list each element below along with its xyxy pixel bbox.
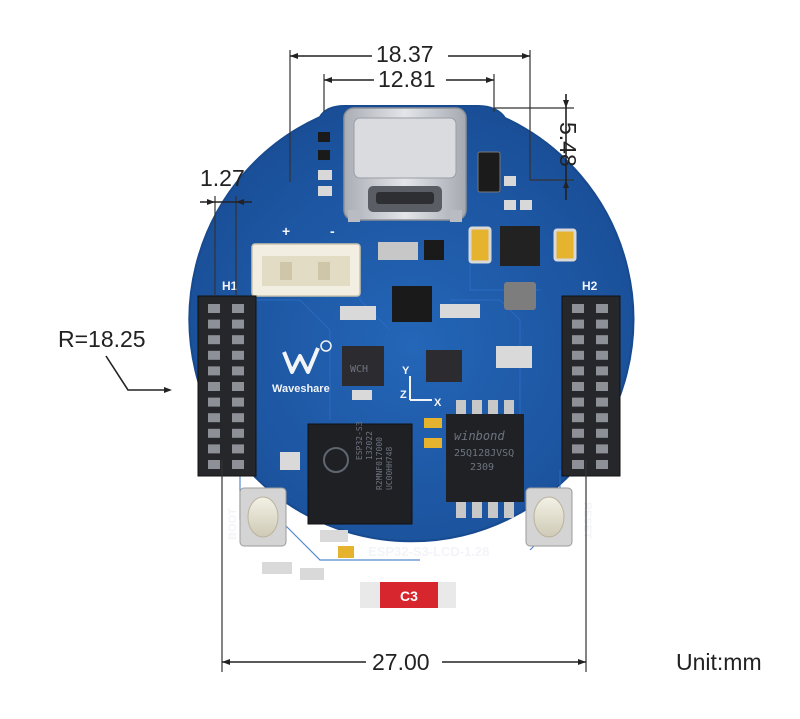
header-pin	[232, 366, 244, 376]
header-pin	[208, 319, 220, 329]
h2-label: H2	[582, 279, 598, 293]
header-pin	[208, 428, 220, 438]
header-pin	[572, 304, 584, 313]
unit-label: Unit:mm	[676, 649, 762, 675]
header-pin	[572, 350, 584, 360]
dim-pin-pitch-text: 1.27	[200, 165, 245, 191]
header-pin	[208, 382, 220, 391]
svg-text:2309: 2309	[470, 462, 494, 473]
header-pin	[572, 428, 584, 438]
header-pin	[208, 366, 220, 376]
header-pin	[232, 304, 244, 313]
header-pin	[208, 304, 220, 313]
header-pin	[208, 413, 220, 423]
h1-label: H1	[222, 279, 238, 293]
svg-text:25Q128JVSQ: 25Q128JVSQ	[454, 448, 514, 459]
dimension-usb-inner: 12.81	[323, 66, 495, 112]
smd-components-top	[262, 132, 577, 580]
axis-indicator: Y Z X	[400, 365, 442, 409]
header-pin	[572, 382, 584, 391]
header-pin	[232, 460, 244, 469]
dimension-board-width: 27.00	[221, 460, 587, 675]
header-pin	[596, 350, 608, 360]
header-pin	[208, 460, 220, 469]
header-pin	[232, 350, 244, 360]
header-pin	[596, 460, 608, 469]
dim-board-width-text: 27.00	[372, 649, 430, 675]
svg-text:UC00HH748: UC00HH748	[385, 446, 394, 490]
esp32-s3-chip: ESP32-S3 132022 R2MNF017000 UC00HH748	[307, 421, 413, 525]
dimension-pin-pitch: 1.27	[200, 165, 252, 296]
header-pin	[232, 397, 244, 407]
reset-button: RESET	[525, 487, 593, 547]
dim-usb-depth-text: 5.48	[555, 122, 581, 167]
header-pin	[572, 319, 584, 329]
svg-text:X: X	[434, 397, 442, 409]
header-pin	[232, 428, 244, 438]
battery-connector: + -	[251, 223, 361, 297]
svg-text:R2MNF017000: R2MNF017000	[375, 437, 384, 490]
product-name: ESP32-S3-LCD-1.28	[368, 544, 489, 559]
header-pin	[596, 304, 608, 313]
imu-chip: WCH	[342, 346, 384, 386]
header-pin	[572, 366, 584, 376]
header-pin	[596, 335, 608, 345]
svg-text:132022: 132022	[365, 431, 374, 460]
dimension-radius: R=18.25	[58, 326, 172, 393]
brand-label: Waveshare	[272, 383, 330, 395]
header-pin	[596, 413, 608, 423]
header-pin	[208, 335, 220, 345]
dim-usb-inner-text: 12.81	[378, 66, 436, 92]
header-pin	[232, 444, 244, 454]
header-h1: H1	[197, 279, 257, 477]
header-pin	[596, 319, 608, 329]
header-pin	[596, 444, 608, 454]
reset-label: RESET	[581, 502, 593, 539]
header-h2: H2	[561, 279, 621, 477]
header-pin	[572, 397, 584, 407]
waveshare-logo: Waveshare	[272, 340, 332, 395]
dimension-usb-outer: 18.37	[289, 40, 531, 182]
svg-text:C3: C3	[400, 588, 418, 604]
usb-c-connector	[343, 107, 467, 222]
battery-plus-label: +	[282, 223, 290, 239]
svg-text:Z: Z	[400, 389, 407, 401]
header-pin	[208, 444, 220, 454]
header-pin	[232, 319, 244, 329]
header-pin	[596, 428, 608, 438]
c3-label: C3	[360, 582, 456, 608]
header-pin	[208, 397, 220, 407]
header-pin	[572, 413, 584, 423]
dim-usb-outer-text: 18.37	[376, 41, 434, 67]
boot-label: BOOT	[227, 508, 239, 540]
boot-button: BOOT	[227, 487, 287, 547]
header-pin	[596, 397, 608, 407]
header-pin	[596, 366, 608, 376]
flash-chip: winbond 25Q128JVSQ 2309	[446, 400, 524, 518]
header-pin	[572, 335, 584, 345]
header-pin	[232, 413, 244, 423]
header-pin	[572, 460, 584, 469]
svg-text:WCH: WCH	[350, 364, 368, 375]
header-pin	[596, 382, 608, 391]
small-ic	[426, 350, 462, 382]
svg-text:Y: Y	[402, 365, 410, 377]
dimension-usb-depth: 5.48	[494, 94, 581, 200]
svg-text:ESP32-S3: ESP32-S3	[355, 421, 364, 460]
header-pin	[572, 444, 584, 454]
svg-text:winbond: winbond	[454, 429, 505, 443]
dim-radius-text: R=18.25	[58, 326, 146, 352]
header-pin	[232, 335, 244, 345]
header-pin	[232, 382, 244, 391]
header-pin	[208, 350, 220, 360]
battery-minus-label: -	[330, 223, 335, 239]
